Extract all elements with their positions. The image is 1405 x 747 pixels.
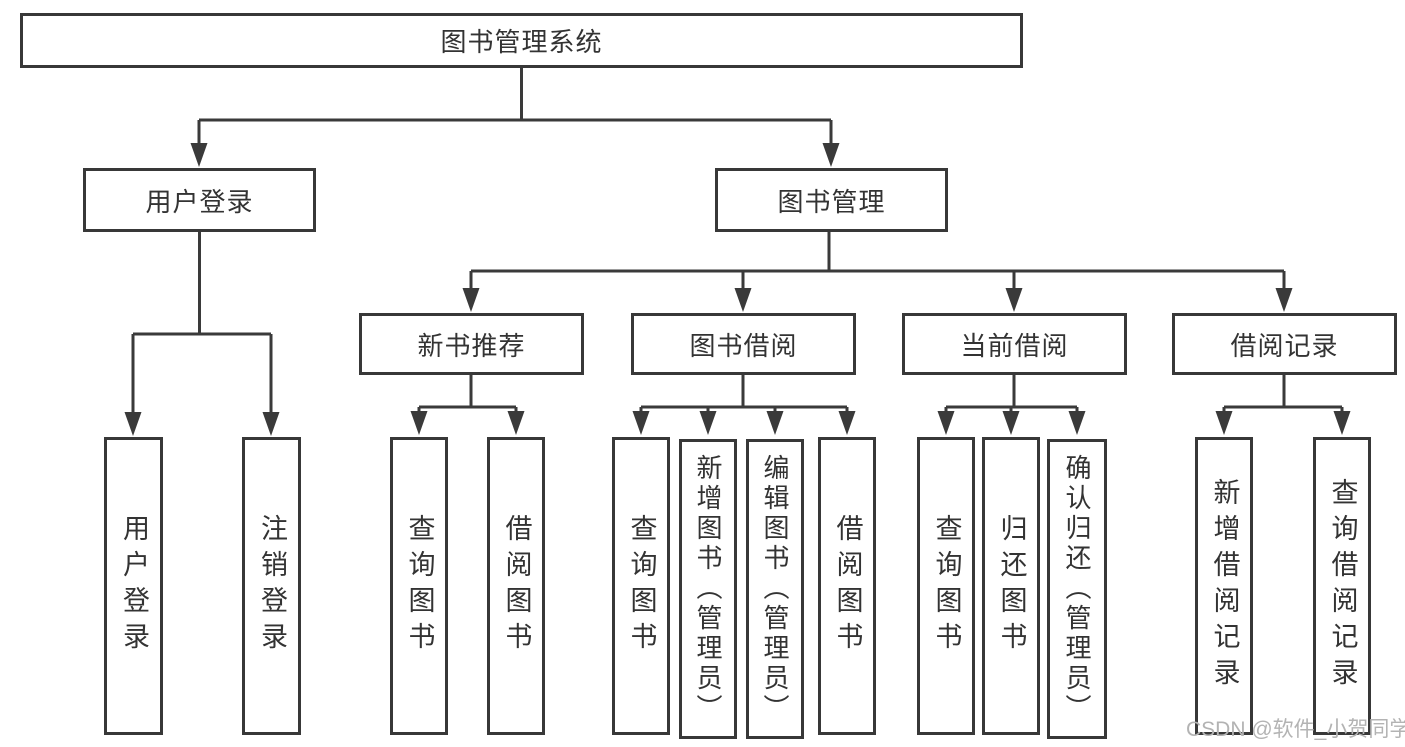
connector-root-to-level2 [190,68,840,167]
arrow-head [410,411,428,435]
node-root-label: 图书管理系统 [440,27,603,57]
node-current-borrow: 当前借阅 [902,313,1127,375]
leaf-recommend-query-books: 查询图书 [390,437,448,735]
node-new-book-recommend: 新书推荐 [359,313,584,375]
leaf-borrow-borrow-books-label: 借阅图书 [832,514,863,658]
arrow-head [462,288,480,312]
leaf-recommend-borrow-books-label: 借阅图书 [501,514,532,658]
node-current-borrow-label: 当前借阅 [960,330,1069,361]
node-root: 图书管理系统 [20,13,1023,68]
leaf-query-borrow-record: 查询借阅记录 [1313,437,1371,735]
leaf-confirm-return-admin: 确认归还（管理员） [1047,439,1107,739]
leaf-add-book-admin: 新增图书（管理员） [679,439,737,739]
arrow-head [937,411,955,435]
arrow-head [190,143,208,167]
node-borrow-records: 借阅记录 [1172,313,1397,375]
arrow-head [766,411,784,435]
arrow-head [822,143,840,167]
node-borrow-records-label: 借阅记录 [1230,330,1339,361]
leaf-edit-book-admin: 编辑图书（管理员） [746,439,804,739]
node-book-management-label: 图书管理 [777,186,886,217]
leaf-return-book-label: 归还图书 [996,514,1027,658]
arrow-head [1005,288,1023,312]
node-book-borrow-label: 图书借阅 [689,330,798,361]
connector-book-borrow-to-leaves [632,375,856,435]
leaf-return-book: 归还图书 [982,437,1040,735]
leaf-recommend-query-books-label: 查询图书 [404,514,435,658]
leaf-confirm-return-admin-label: 确认归还（管理员） [1062,454,1092,724]
leaf-borrow-query-books: 查询图书 [612,437,670,735]
leaf-user-login: 用户登录 [104,437,163,735]
connector-new-book-recommend-to-leaves [410,375,525,435]
arrow-head [1068,411,1086,435]
arrow-head [1215,411,1233,435]
leaf-add-book-admin-label: 新增图书（管理员） [693,454,723,724]
leaf-edit-book-admin-label: 编辑图书（管理员） [760,454,790,724]
leaf-borrow-query-books-label: 查询图书 [626,514,657,658]
leaf-add-borrow-record: 新增借阅记录 [1195,437,1253,735]
connector-borrow-records-to-leaves [1215,375,1351,435]
node-user-login-label: 用户登录 [145,186,254,217]
leaf-logout: 注销登录 [242,437,301,735]
arrow-head [734,288,752,312]
leaf-current-query-books-label: 查询图书 [931,514,962,658]
arrow-head [124,412,142,436]
leaf-user-login-label: 用户登录 [119,514,149,658]
leaf-query-borrow-record-label: 查询借阅记录 [1327,478,1358,694]
connector-current-borrow-to-leaves [937,375,1086,435]
arrow-head [699,411,717,435]
leaf-recommend-borrow-books: 借阅图书 [487,437,545,735]
leaf-add-borrow-record-label: 新增借阅记录 [1209,478,1240,694]
connector-book-management-to-level3 [462,232,1293,312]
arrow-head [632,411,650,435]
node-book-borrow: 图书借阅 [631,313,856,375]
arrow-head [1333,411,1351,435]
leaf-current-query-books: 查询图书 [917,437,975,735]
arrow-head [507,411,525,435]
csdn-watermark: CSDN @软件_小贺同学 [1186,718,1405,741]
leaf-borrow-borrow-books: 借阅图书 [818,437,876,735]
connector-user-login-to-leaves [124,232,280,436]
leaf-logout-label: 注销登录 [257,514,287,658]
node-new-book-recommend-label: 新书推荐 [417,330,526,361]
arrow-head [838,411,856,435]
node-book-management: 图书管理 [715,168,948,232]
arrow-head [262,412,280,436]
arrow-head [1275,288,1293,312]
node-user-login: 用户登录 [83,168,316,232]
arrow-head [1002,411,1020,435]
